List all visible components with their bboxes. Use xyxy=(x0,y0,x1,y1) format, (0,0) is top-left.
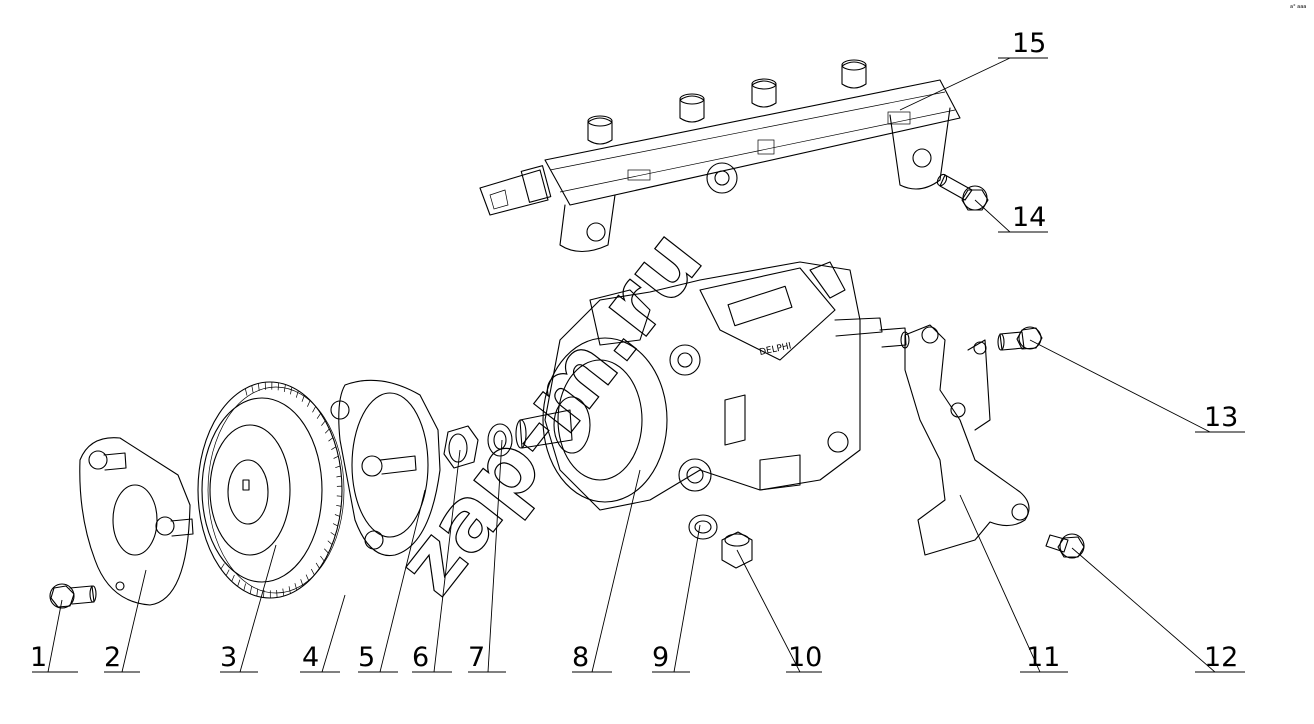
leader-13 xyxy=(1029,339,1245,433)
part-7-washer xyxy=(487,423,513,457)
part-12-bolt xyxy=(1045,533,1085,559)
gear-tooth xyxy=(282,588,285,597)
gear-tooth xyxy=(330,532,336,536)
gear-tooth xyxy=(301,394,305,402)
callout-11: 11 xyxy=(1026,642,1060,673)
gear-tooth xyxy=(249,586,252,594)
leader-9 xyxy=(652,524,701,673)
callout-14: 14 xyxy=(1012,202,1046,233)
gear-tooth xyxy=(300,579,304,587)
leader-14 xyxy=(974,199,1048,233)
callout-numbers: 1 2 3 4 5 6 7 8 9 10 11 12 13 14 15 xyxy=(30,28,1238,673)
leader-5 xyxy=(358,489,426,673)
gear-tooth xyxy=(276,589,278,598)
gear-tooth xyxy=(305,574,310,582)
gear-tooth xyxy=(290,387,293,395)
leader-7 xyxy=(468,439,506,673)
leader-3 xyxy=(220,544,277,673)
gear-tooth xyxy=(335,465,341,469)
part-15-fuel-rail xyxy=(479,59,961,253)
callout-5: 5 xyxy=(358,642,375,673)
part-1-bolt xyxy=(49,583,97,609)
part-3-gear xyxy=(197,381,345,599)
gear-tooth xyxy=(327,540,333,545)
gear-tooth xyxy=(324,428,330,434)
leader-8 xyxy=(572,469,641,673)
gear-tooth xyxy=(244,388,248,396)
leader-1 xyxy=(32,599,78,673)
leader-4 xyxy=(300,594,346,673)
gear-tooth xyxy=(295,390,299,398)
gear-tooth xyxy=(336,504,342,507)
pump-brand-label: DELPHI xyxy=(759,341,793,358)
part-5-studs xyxy=(330,400,417,550)
callout-6: 6 xyxy=(412,642,429,673)
gear-tooth xyxy=(277,382,280,391)
gear-tooth xyxy=(321,420,326,426)
callout-4: 4 xyxy=(302,642,319,673)
callout-10: 10 xyxy=(788,642,822,673)
leader-lines xyxy=(32,57,1245,673)
gear-tooth xyxy=(294,583,298,591)
gear-tooth xyxy=(333,455,339,459)
part-9-seal-washer xyxy=(688,514,718,540)
callout-7: 7 xyxy=(468,642,485,673)
leader-11 xyxy=(959,494,1068,673)
gear-tooth xyxy=(332,523,339,527)
gear-tooth xyxy=(310,568,315,576)
part-4-gasket xyxy=(338,379,441,557)
gear-tooth xyxy=(316,413,321,419)
gear-tooth xyxy=(231,574,235,582)
gear-tooth xyxy=(320,555,325,562)
gear-tooth xyxy=(256,588,259,597)
callout-1: 1 xyxy=(30,642,47,673)
leader-12 xyxy=(1071,547,1245,673)
part-14-bolt xyxy=(936,173,989,211)
leader-6 xyxy=(412,449,461,673)
gear-tooth xyxy=(324,548,329,554)
gear-tooth xyxy=(307,400,311,407)
leader-10 xyxy=(736,549,822,673)
gear-tooth xyxy=(243,583,246,591)
part-6-nut xyxy=(443,425,479,469)
gear-tooth xyxy=(328,437,334,442)
gear-tooth xyxy=(312,406,316,413)
part-11-bracket xyxy=(879,324,1030,556)
corner-mark: a° aaa xyxy=(1290,4,1306,10)
gear-tooth xyxy=(258,383,260,391)
callout-9: 9 xyxy=(652,642,669,673)
gear-tooth xyxy=(225,569,230,576)
gear-tooth xyxy=(315,562,320,569)
gear-tooth xyxy=(220,563,225,570)
gear-tooth xyxy=(336,475,342,478)
gear-tooth xyxy=(263,589,265,598)
leader-15 xyxy=(899,57,1048,111)
callout-15: 15 xyxy=(1012,28,1046,59)
callout-8: 8 xyxy=(572,642,589,673)
gear-tooth xyxy=(283,384,286,392)
leader-2 xyxy=(104,569,147,673)
part-10-plug xyxy=(721,531,753,569)
gear-tooth xyxy=(334,514,340,517)
gear-tooth xyxy=(251,385,254,393)
part-13-bolt xyxy=(997,326,1043,351)
callout-12: 12 xyxy=(1204,642,1238,673)
gear-tooth xyxy=(288,586,291,594)
gear-tooth xyxy=(237,579,241,587)
gear-tooth xyxy=(331,446,337,450)
gear-teeth xyxy=(220,381,343,598)
callout-13: 13 xyxy=(1204,402,1238,433)
callout-2: 2 xyxy=(104,642,121,673)
part-2-cover-plate xyxy=(79,437,194,606)
callout-3: 3 xyxy=(220,642,237,673)
